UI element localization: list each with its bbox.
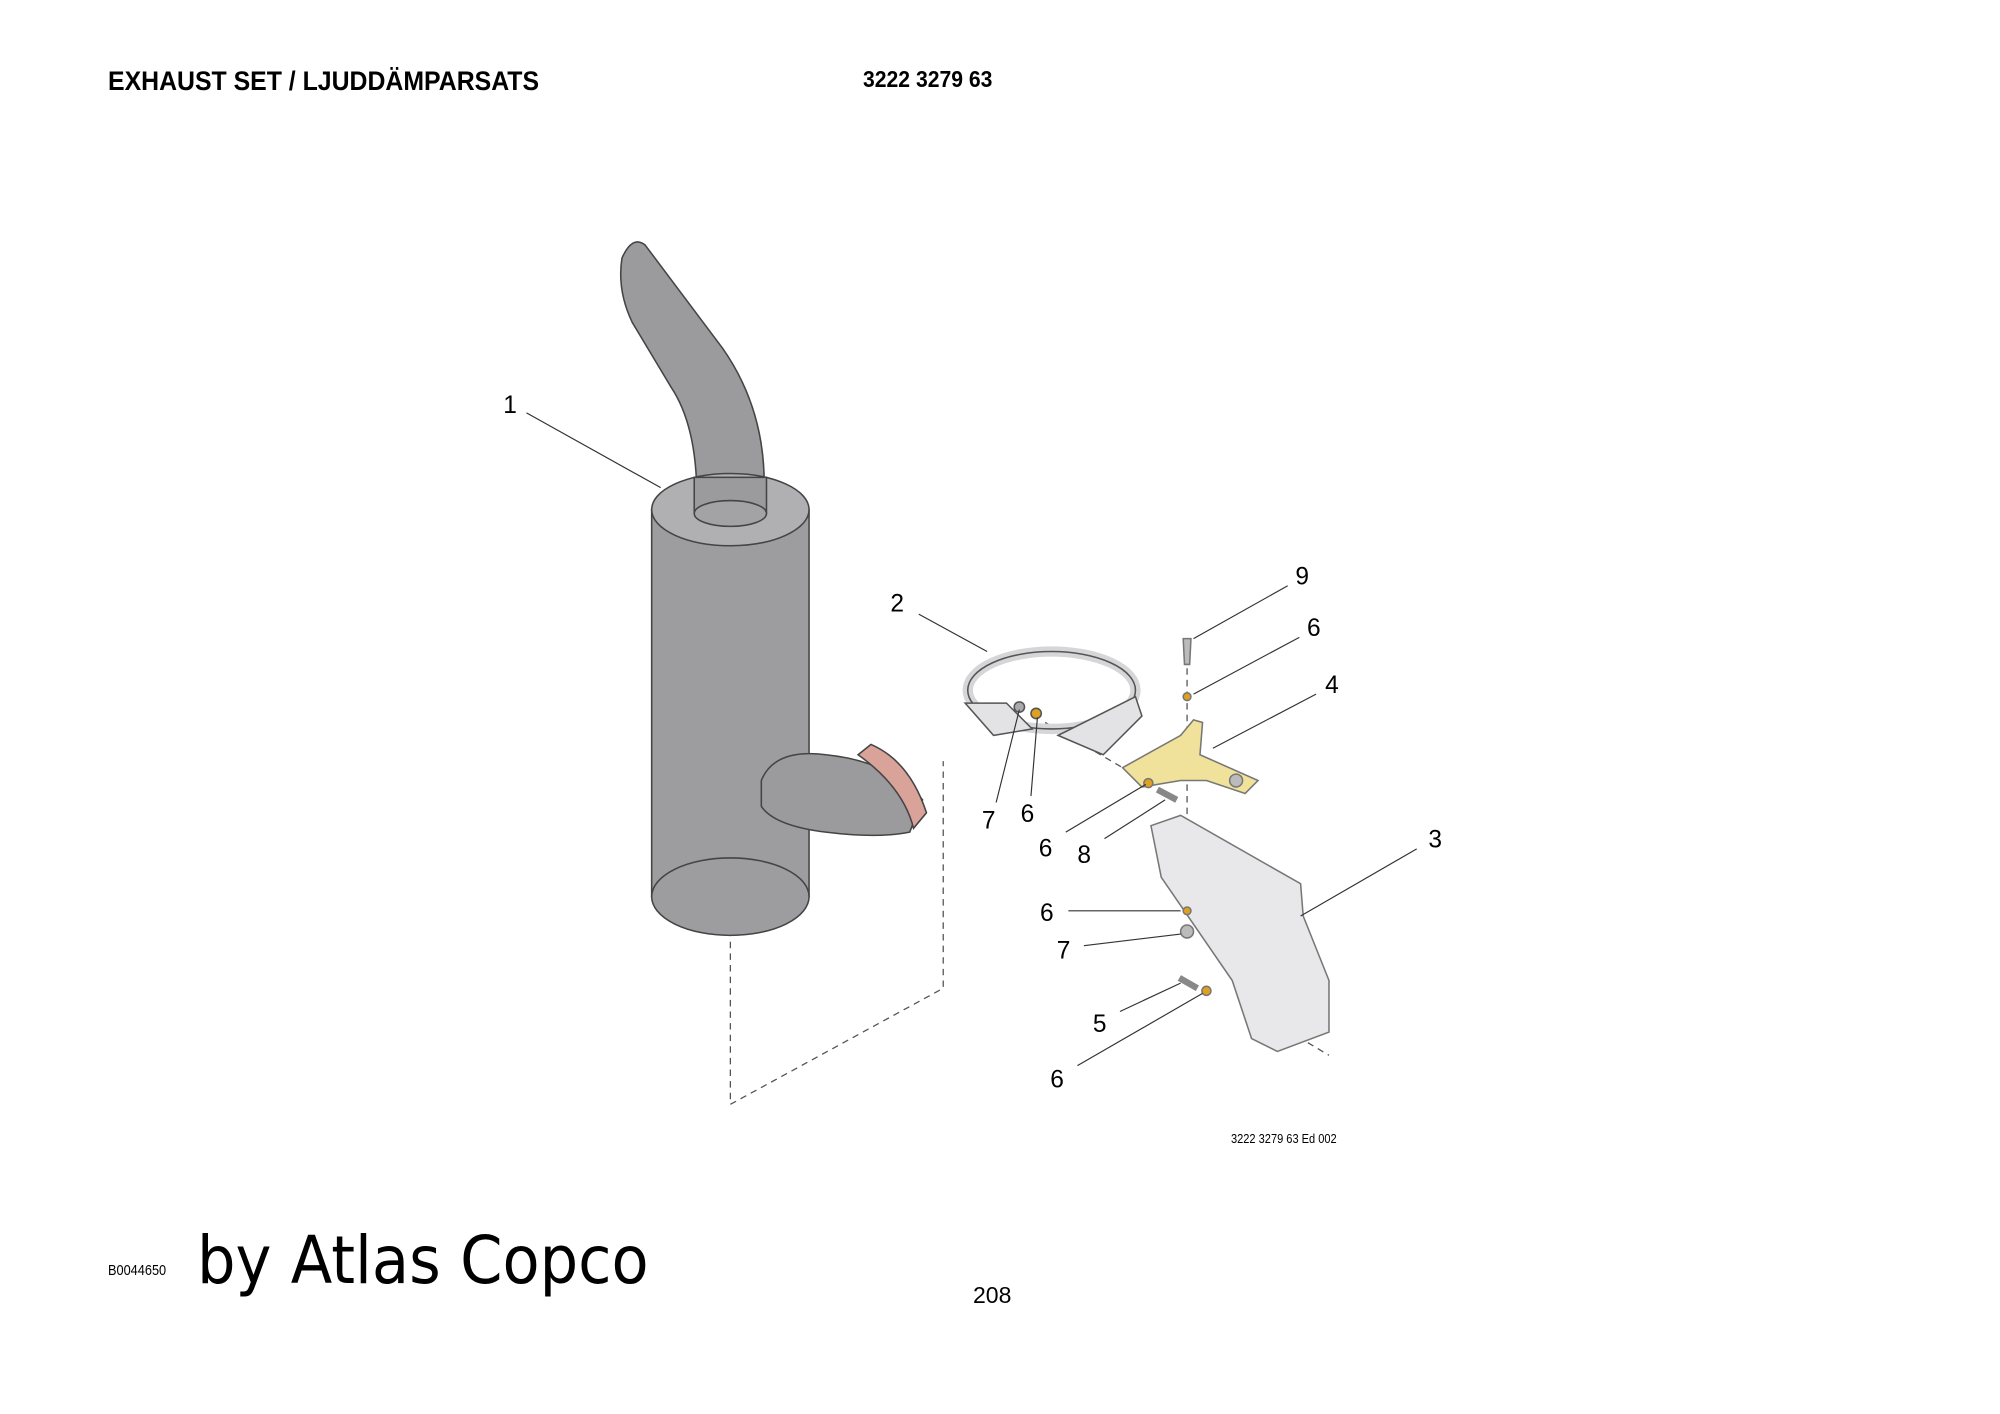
clamp-part-2	[962, 646, 1143, 756]
callout-7: 7	[982, 807, 996, 834]
part-number: 3222 3279 63	[863, 66, 993, 92]
callout-1: 1	[503, 392, 517, 419]
callout-8: 8	[1077, 842, 1091, 869]
callout-6: 6	[1021, 801, 1035, 828]
bracket-part-3	[1150, 814, 1330, 1053]
callout-5: 5	[1093, 1011, 1107, 1038]
muffler-part-1	[619, 241, 928, 937]
leader-lines	[526, 412, 1418, 1067]
page-title: EXHAUST SET / LJUDDÄMPARSATS	[108, 66, 540, 96]
bracket-part-4	[1121, 637, 1260, 803]
drawing-reference: 3222 3279 63 Ed 002	[1231, 1131, 1337, 1146]
callout-6: 6	[1050, 1067, 1064, 1094]
callout-6: 6	[1039, 836, 1053, 863]
callout-4: 4	[1325, 672, 1339, 699]
callout-labels: 1 2 9 6 4 7 6 6 8 3 6 7 5 6	[503, 392, 1442, 1094]
image-id: B0044650	[108, 1262, 167, 1279]
callout-9: 9	[1295, 563, 1309, 590]
brand-text: by Atlas Copco	[197, 1222, 649, 1299]
callout-6: 6	[1040, 900, 1054, 927]
callout-7: 7	[1057, 938, 1071, 965]
callout-2: 2	[890, 591, 904, 618]
page-number: 208	[973, 1282, 1012, 1308]
callout-3: 3	[1428, 827, 1442, 854]
callout-6: 6	[1307, 615, 1321, 642]
